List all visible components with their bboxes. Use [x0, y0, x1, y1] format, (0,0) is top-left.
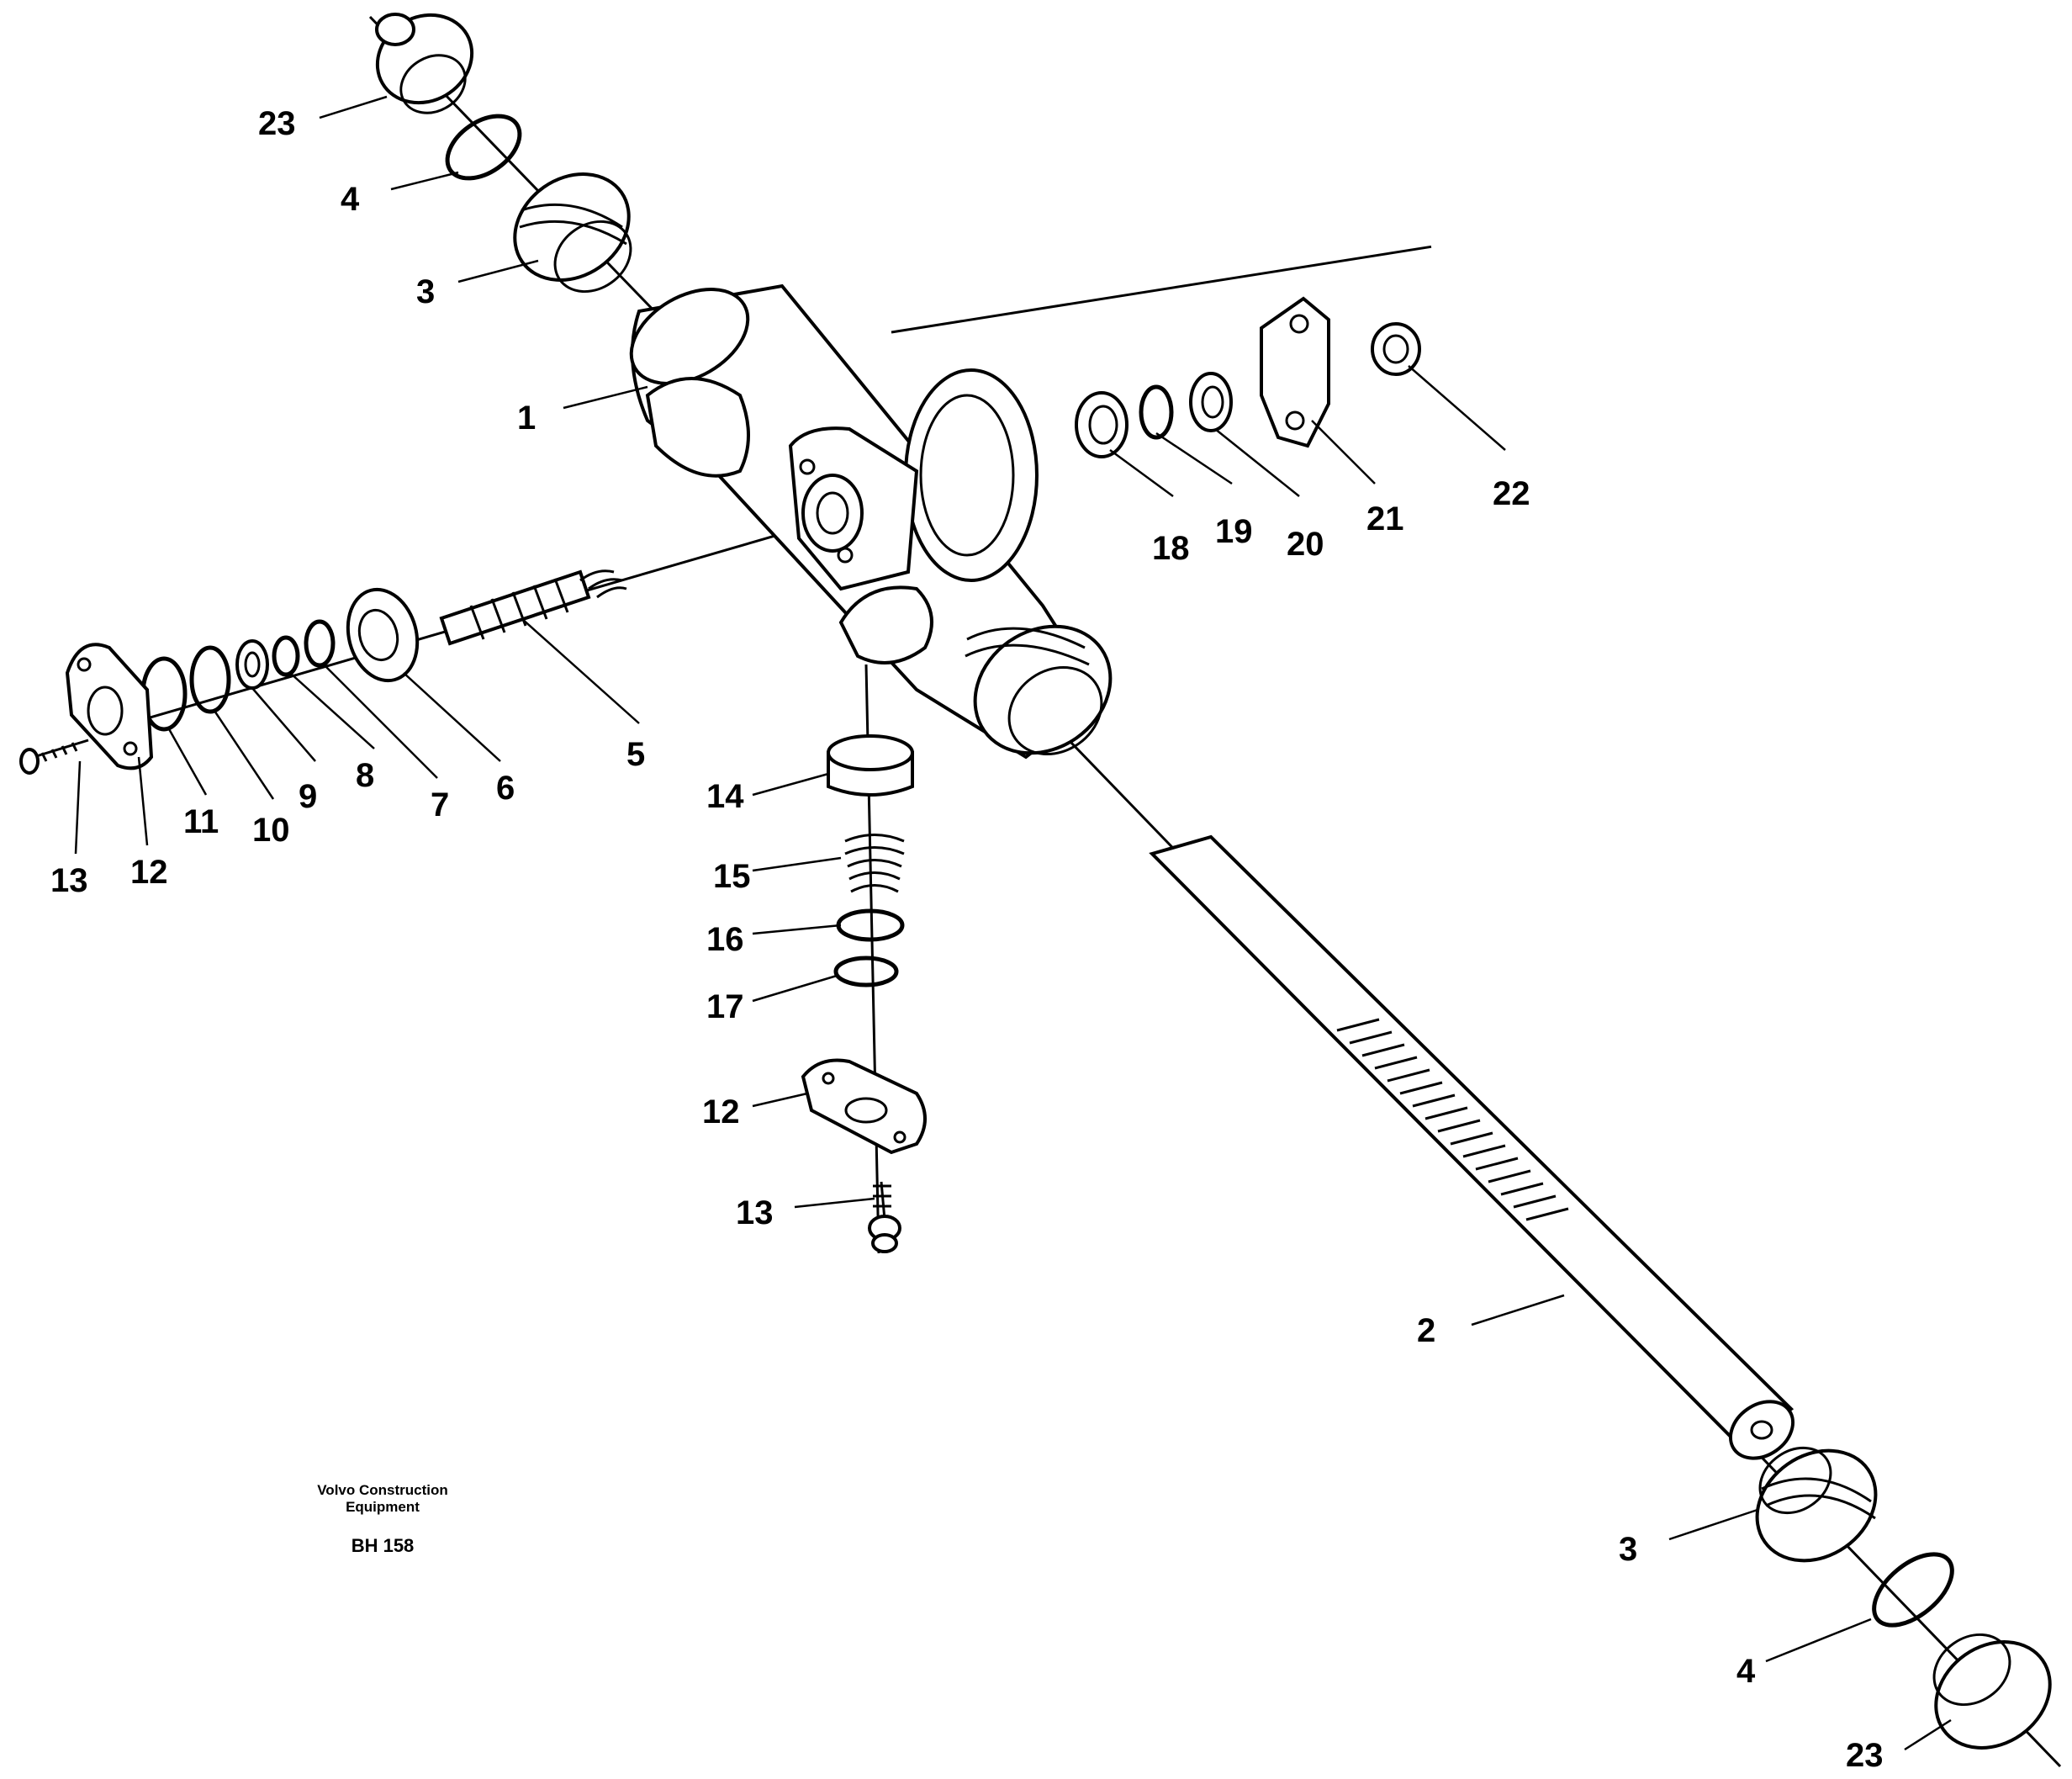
- callout-16: 16: [706, 921, 744, 958]
- callout-9: 9: [299, 778, 317, 815]
- pressure-plug-14: [827, 734, 914, 797]
- callout-8: 8: [356, 757, 374, 794]
- callout-6: 6: [496, 770, 515, 807]
- o-ring-10: [189, 645, 231, 714]
- flange-plate-lower: [801, 1058, 927, 1155]
- callout-15: 15: [713, 858, 751, 895]
- screw-lower: [868, 1181, 901, 1253]
- callout-17: 17: [706, 988, 744, 1025]
- washer-8: [272, 635, 300, 677]
- top-lock-ring: [445, 114, 522, 181]
- diagram-caption: Volvo Construction Equipment BH 158: [317, 1482, 448, 1556]
- bottom-ball-joint: [1932, 1633, 2052, 1750]
- top-bushing: [513, 172, 632, 294]
- callout-13-lower: 13: [736, 1194, 774, 1231]
- callout-3-top: 3: [416, 273, 435, 310]
- caption-company-line2: Equipment: [346, 1499, 420, 1515]
- seal-9: [235, 639, 269, 690]
- callout-20: 20: [1287, 526, 1324, 563]
- callout-12-lower: 12: [702, 1093, 740, 1130]
- spring-15: [844, 834, 905, 893]
- o-ring-17: [833, 956, 899, 987]
- callout-10: 10: [252, 812, 290, 849]
- callout-4-bottom: 4: [1736, 1653, 1756, 1690]
- screw-left: [19, 739, 89, 775]
- callout-7: 7: [431, 786, 449, 823]
- callout-labels: 23 4 3 1 18 19 20 21 22 5 6 7 8 9 10 11 …: [50, 105, 1884, 1774]
- callout-13-left: 13: [50, 862, 88, 899]
- bottom-bushing: [1755, 1446, 1878, 1563]
- callout-22: 22: [1493, 475, 1530, 512]
- needle-bearing: [1075, 391, 1128, 458]
- callout-21: 21: [1366, 500, 1404, 537]
- nut-22: [1371, 322, 1421, 376]
- callout-23-top: 23: [258, 105, 296, 142]
- caption-code: BH 158: [352, 1535, 415, 1556]
- washer-19: [1139, 384, 1174, 440]
- seal-ring-20: [1189, 372, 1233, 432]
- callout-11: 11: [183, 803, 219, 840]
- cover-plate-21: [1260, 296, 1330, 448]
- callout-5: 5: [626, 736, 645, 773]
- ball-bearing-6: [346, 587, 420, 683]
- pinion-shaft: [439, 569, 627, 646]
- callout-1: 1: [517, 400, 536, 437]
- callout-19: 19: [1215, 513, 1253, 550]
- washer-7: [304, 619, 336, 668]
- caption-company-line1: Volvo Construction: [317, 1482, 448, 1498]
- callout-18: 18: [1152, 530, 1190, 567]
- flange-plate-left: [65, 643, 154, 770]
- callout-3-bottom: 3: [1619, 1531, 1637, 1568]
- callout-2: 2: [1417, 1312, 1435, 1349]
- leader-lines: [74, 95, 1952, 1751]
- callout-12-left: 12: [130, 854, 168, 891]
- bottom-lock-ring: [1872, 1552, 1954, 1628]
- callout-14: 14: [706, 778, 744, 815]
- top-ball-joint: [375, 13, 474, 114]
- rack-bar: [1149, 834, 1795, 1460]
- steering-gear-housing: [629, 283, 1113, 760]
- callout-4-top: 4: [341, 181, 360, 218]
- callout-23-bottom: 23: [1846, 1737, 1884, 1774]
